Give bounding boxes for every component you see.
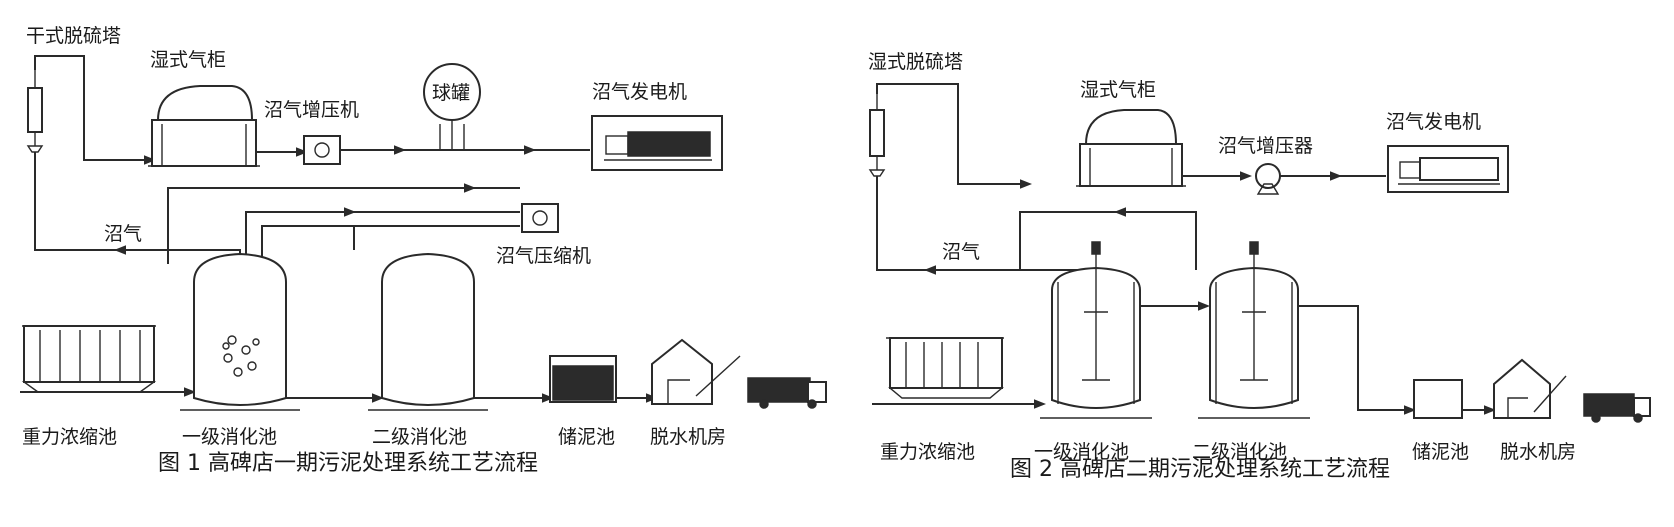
- wet-desulfurization-tower: [870, 94, 884, 176]
- label-wet-gas-holder-2: 湿式气柜: [1080, 79, 1156, 101]
- pipe-biogas-header: [35, 152, 240, 264]
- label-sphere-tank: 球罐: [432, 82, 470, 104]
- label-dry-desulfurization-tower: 干式脱硫塔: [26, 25, 121, 47]
- sludge-storage: [550, 356, 616, 402]
- gravity-thickener-2: [886, 338, 1004, 398]
- label-secondary-digester: 二级消化池: [372, 426, 467, 448]
- biogas-generator: [592, 116, 722, 170]
- figure-1-caption: 图 1 高碑店一期污泥处理系统工艺流程: [158, 451, 538, 476]
- pipe-biogas-header-2: [877, 176, 1096, 270]
- dry-desulfurization-tower: [28, 70, 42, 152]
- wet-gas-holder: [148, 86, 260, 166]
- pipe-secondary-to-storage-2: [1298, 306, 1410, 410]
- pipe-tower-to-holder: [35, 56, 150, 160]
- label-sludge-storage: 储泥池: [558, 426, 615, 448]
- label-biogas-booster-2: 沼气增压器: [1218, 135, 1313, 157]
- pipe-digester-gas-loop: [1020, 212, 1196, 270]
- primary-digester: [180, 254, 300, 410]
- label-sludge-storage-2: 储泥池: [1412, 441, 1469, 463]
- biogas-compressor: [522, 204, 558, 232]
- sludge-truck-2: [1584, 394, 1650, 422]
- label-dewatering-room: 脱水机房: [650, 426, 726, 448]
- dewatering-room: [652, 340, 740, 404]
- biogas-generator-2: [1388, 146, 1508, 192]
- secondary-digester: [368, 254, 488, 410]
- wet-gas-holder-2: [1076, 110, 1186, 186]
- label-biogas-2: 沼气: [942, 241, 980, 263]
- label-biogas-generator-2: 沼气发电机: [1386, 111, 1481, 133]
- label-gravity-thickener-2: 重力浓缩池: [880, 441, 975, 463]
- label-biogas: 沼气: [104, 223, 142, 245]
- label-wet-gas-holder: 湿式气柜: [150, 49, 226, 71]
- gravity-thickener: [22, 326, 156, 392]
- figure-1: 干式脱硫塔 沼气 湿式气柜 沼气增压机: [20, 25, 826, 476]
- pipe-compressor-feed: [262, 226, 520, 264]
- label-wet-desulfurization-tower: 湿式脱硫塔: [868, 51, 963, 73]
- figure-2: 湿式脱硫塔 沼气 湿式气柜 沼气增压器 沼气发电机: [868, 51, 1650, 482]
- secondary-digester-2: [1198, 242, 1310, 418]
- pipe-tower-to-holder-2: [877, 84, 1026, 184]
- dewatering-room-2: [1494, 360, 1566, 418]
- sphere-tank: [424, 64, 480, 150]
- primary-digester-2: [1040, 242, 1152, 418]
- biogas-booster: [304, 136, 340, 164]
- biogas-booster-2: [1256, 164, 1280, 194]
- sludge-truck: [748, 378, 826, 408]
- label-biogas-generator: 沼气发电机: [592, 81, 687, 103]
- figure-2-caption: 图 2 高碑店二期污泥处理系统工艺流程: [1010, 457, 1390, 482]
- label-biogas-compressor: 沼气压缩机: [496, 245, 591, 267]
- sludge-storage-2: [1414, 380, 1462, 418]
- label-biogas-booster: 沼气增压机: [264, 99, 359, 121]
- label-dewatering-room-2: 脱水机房: [1500, 441, 1576, 463]
- label-gravity-thickener: 重力浓缩池: [22, 426, 117, 448]
- label-primary-digester: 一级消化池: [182, 426, 277, 448]
- pipe-digester-to-compressor: [246, 212, 520, 264]
